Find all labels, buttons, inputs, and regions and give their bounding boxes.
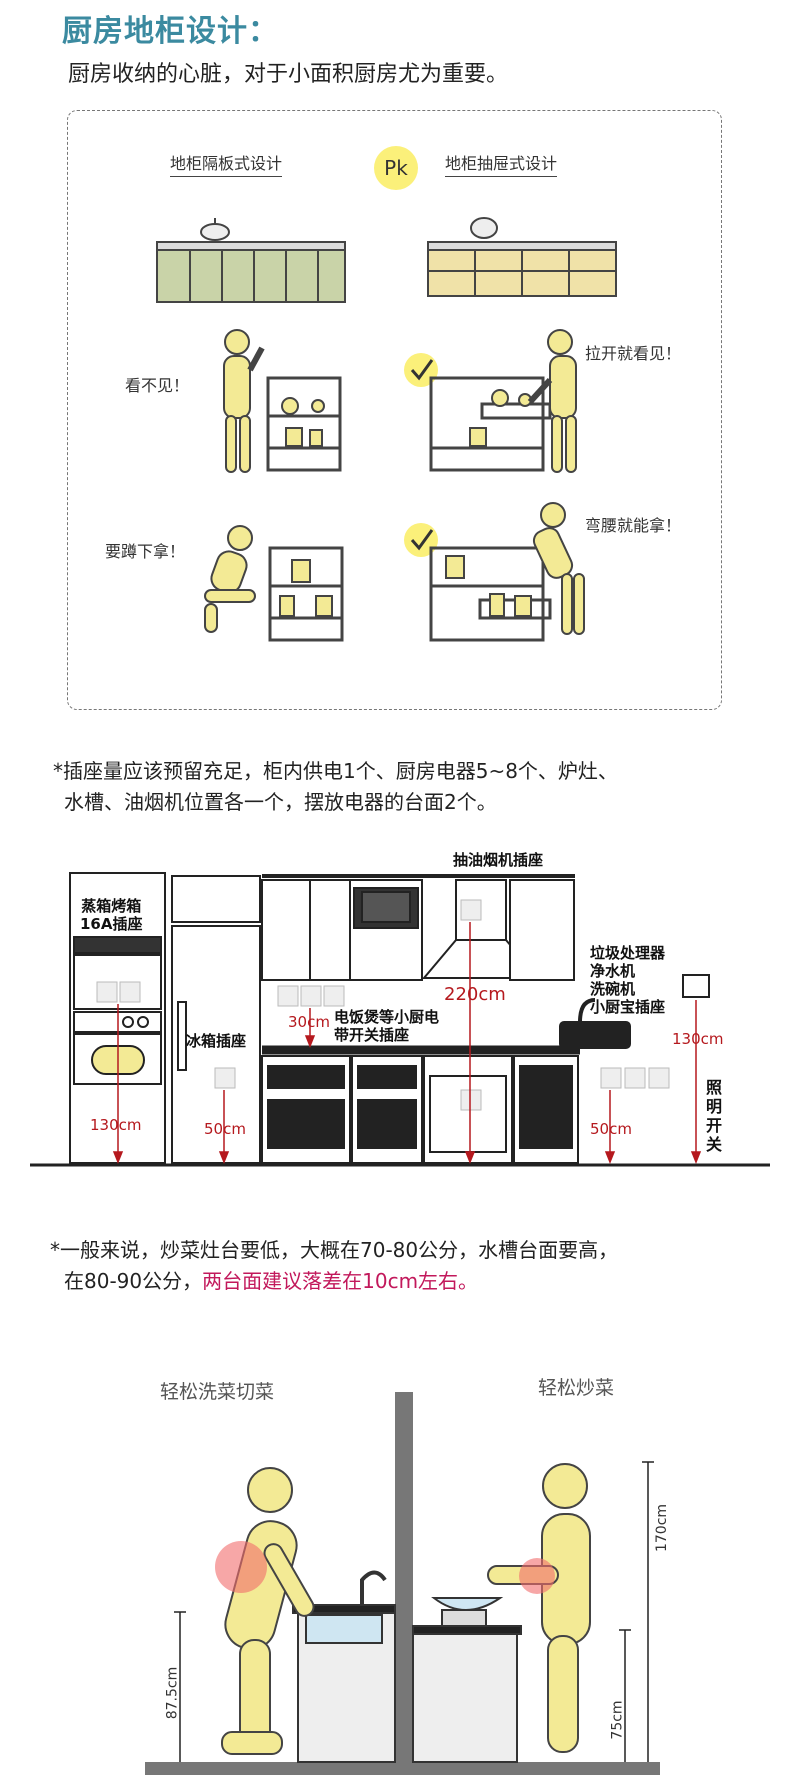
oven-socket-line2: 16A插座 (80, 915, 143, 933)
comparison-illustration (156, 217, 617, 642)
height-note-prefix: 在80-90公分， (64, 1269, 203, 1293)
comparison-panel (67, 110, 722, 710)
pull-drawer-right (429, 376, 552, 472)
dim-75: 75cm (609, 1700, 626, 1740)
socket-note-line2: 水槽、油烟机位置各一个，摆放电器的台面2个。 (64, 790, 497, 814)
socket-note-line1: *插座量应该预留充足，柜内供电1个、厨房电器5~8个、炉灶、 (53, 759, 618, 783)
caption-bend: 弯腰就能拿！ (585, 516, 682, 535)
page-title: 厨房地柜设计： (62, 14, 279, 49)
small-appliance-line2: 带开关插座 (334, 1026, 410, 1044)
figure-standing-right (527, 329, 577, 473)
stir-fry-title: 轻松炒菜 (538, 1377, 615, 1399)
dim-30: 30cm (288, 1013, 330, 1031)
caption-cant-see: 看不见！ (125, 376, 190, 395)
small-appliance-socket-label: 电饭煲等小厨电 带开关插座 (334, 1008, 439, 1044)
wash-cut-title: 轻松洗菜切菜 (160, 1381, 275, 1403)
sink-socket-label: 垃圾处理器 净水机 洗碗机 小厨宝插座 (590, 944, 665, 1016)
caption-pull-see: 拉开就看见！ (585, 344, 682, 363)
dim-220: 220cm (444, 984, 506, 1005)
open-shelf-squat (268, 546, 344, 642)
page-subtitle: 厨房收纳的心脏，对于小面积厨房尤为重要。 (68, 62, 509, 87)
sink-line4: 小厨宝插座 (590, 998, 666, 1016)
upper-cabinet-fridge (171, 875, 261, 923)
dim-50-left: 50cm (204, 1120, 246, 1138)
height-note-highlight: 两台面建议落差在10cm左右。 (202, 1269, 479, 1293)
sink-line3: 洗碗机 (590, 980, 636, 998)
check-icon (404, 353, 438, 387)
dim-130-right: 130cm (672, 1030, 724, 1048)
sink-line1: 垃圾处理器 (590, 944, 666, 962)
figure-bending-right (532, 502, 585, 635)
oven-socket-label: 蒸箱烤箱 16A插座 (80, 897, 142, 933)
sink-line2: 净水机 (590, 962, 636, 980)
height-note-line1: *一般来说，炒菜灶台要低，大概在70-80公分，水槽台面要高， (50, 1238, 619, 1262)
oven-socket-line1: 蒸箱烤箱 (81, 897, 142, 915)
figure-stir-frying (487, 1463, 591, 1753)
dim-50-right: 50cm (590, 1120, 632, 1138)
fridge-socket-label: 冰箱插座 (186, 1032, 247, 1050)
small-appliance-line1: 电饭煲等小厨电 (334, 1008, 440, 1026)
dim-170: 170cm (654, 1503, 671, 1553)
dim-130-left: 130cm (90, 1116, 142, 1134)
shelf-design-title: 地柜隔板式设计 (170, 150, 283, 177)
pk-badge: Pk (374, 146, 418, 190)
height-note-line2: 在80-90公分，两台面建议落差在10cm左右。 (64, 1266, 478, 1297)
caption-squat: 要蹲下拿！ (105, 542, 186, 561)
check-icon-2 (404, 523, 438, 557)
drawer-cabinet-illustration (427, 217, 617, 297)
dim-875: 87.5cm (164, 1666, 181, 1720)
pull-drawer-bend (429, 546, 552, 642)
drawer-design-title: 地柜抽屉式设计 (445, 150, 558, 177)
figure-standing-left (223, 329, 265, 473)
hood-socket-label: 抽油烟机插座 (453, 851, 544, 869)
figure-squatting-left (204, 525, 256, 633)
shelf-cabinet-illustration (156, 218, 346, 303)
figure-washing (221, 1467, 315, 1755)
light-switch-label: 照明开关 (706, 1078, 723, 1154)
open-shelf-left (266, 376, 342, 472)
